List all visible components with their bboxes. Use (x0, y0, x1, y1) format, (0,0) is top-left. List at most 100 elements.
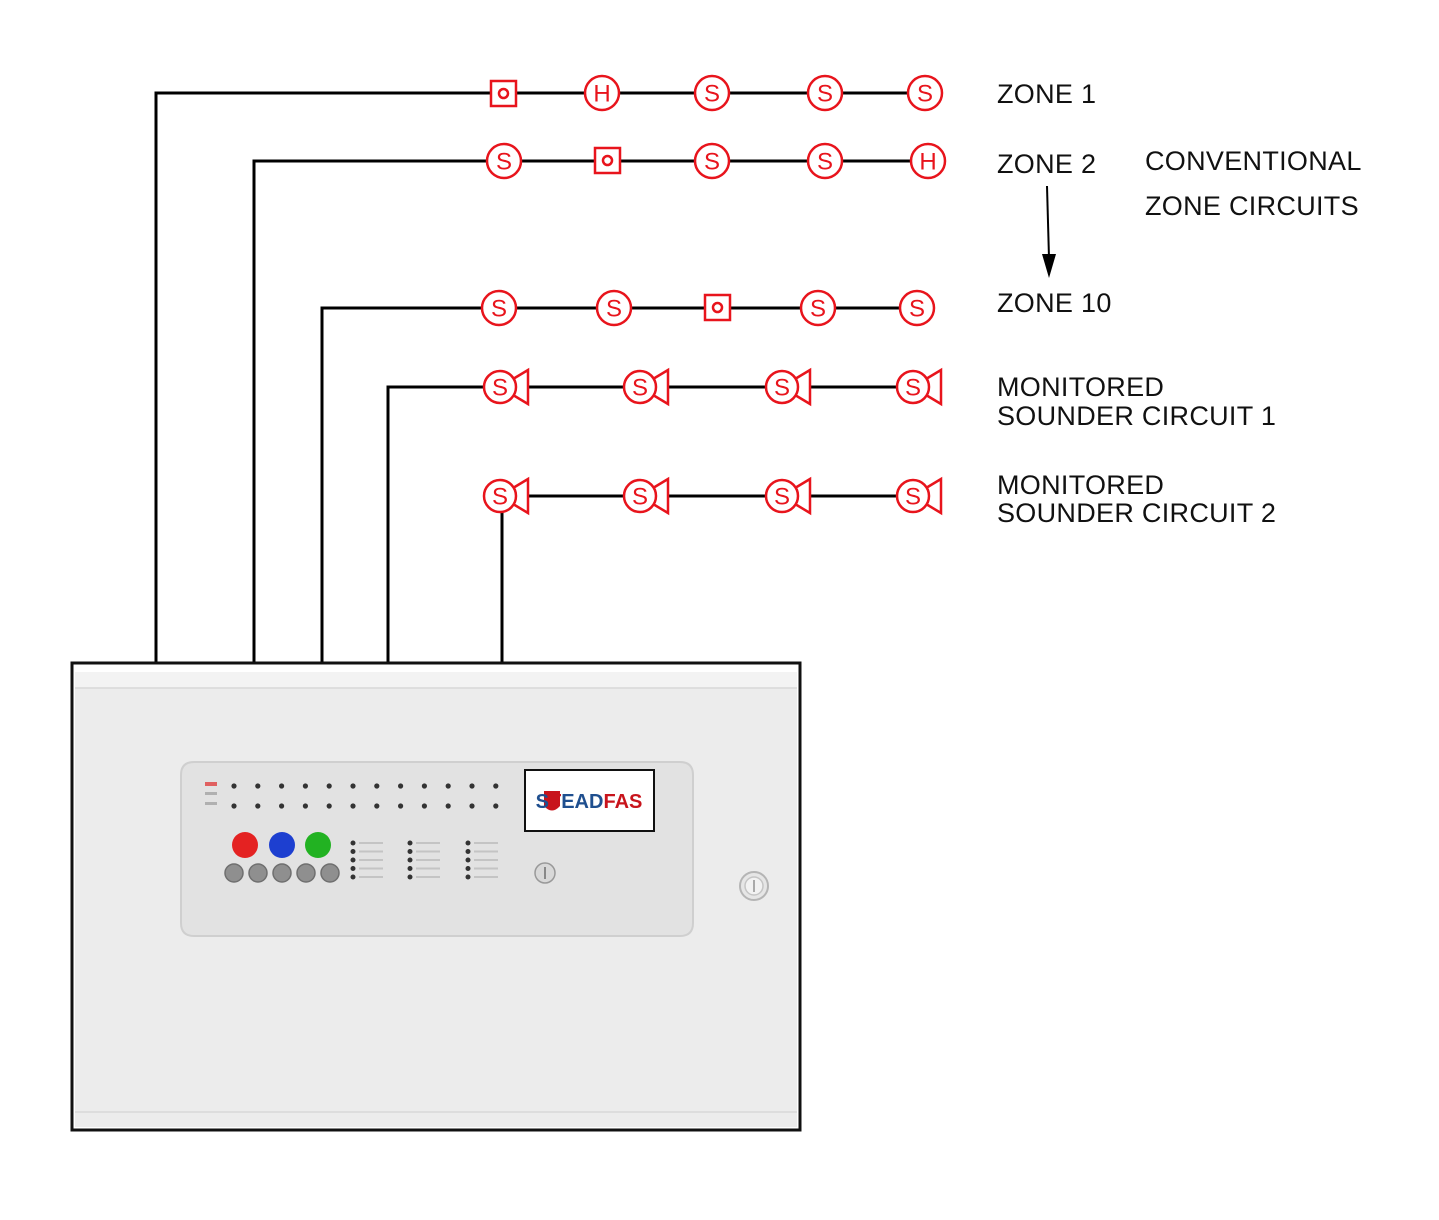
sounder-icon: S (764, 476, 812, 516)
smoke-detector-symbol: S (704, 81, 720, 108)
led-indicator (398, 803, 404, 809)
led-caption-line (416, 867, 440, 870)
smoke-detector-symbol: S (606, 296, 622, 323)
led-indicator (374, 803, 380, 809)
sounder-circuit-1-wiring (386, 385, 935, 663)
smoke-detector-symbol: S (909, 296, 925, 323)
led-indicator (231, 803, 237, 809)
smoke-detector-symbol: S (917, 81, 933, 108)
sounder-circuit-2-devices: S S S S (482, 476, 943, 516)
led-indicator (493, 783, 499, 789)
smoke-detector-icon: S (480, 289, 518, 327)
sounder-circuit-1-label-line1: MONITORED (997, 372, 1165, 402)
led-indicator (350, 783, 356, 789)
silence-button (269, 832, 295, 858)
smoke-detector-symbol: S (817, 81, 833, 108)
smoke-detector-icon: S (898, 289, 936, 327)
sounder-circuit-2-label-line2: SOUNDER CIRCUIT 2 (997, 498, 1277, 528)
led-caption-line (416, 859, 440, 861)
led-indicator (374, 783, 380, 789)
manual-call-point-icon (489, 79, 518, 108)
led-caption-line (359, 867, 383, 870)
sounder-icon: S (622, 367, 670, 407)
reset-button (305, 832, 331, 858)
conventional-zone-circuits-label-line1: CONVENTIONAL (1145, 146, 1362, 176)
led-indicator (255, 803, 261, 809)
led-indicator (350, 803, 356, 809)
key-switch-icon (534, 862, 556, 884)
led-indicator (465, 866, 471, 871)
smoke-detector-icon: S (693, 142, 731, 180)
brand-logo-text: STEADFAS (536, 791, 643, 813)
heat-detector-symbol: H (919, 149, 936, 176)
zone-led-indicators (205, 782, 499, 809)
zone-2-wiring (252, 159, 945, 663)
led-indicator (231, 783, 237, 789)
panel-control-buttons (224, 832, 340, 883)
led-caption-line (474, 842, 498, 844)
smoke-detector-icon: S (485, 142, 523, 180)
sounder-symbol: S (632, 375, 648, 402)
status-led-indicators (350, 840, 498, 880)
zone-1-devices: H S S S (489, 74, 944, 112)
sounder-circuit-2-label-line1: MONITORED (997, 470, 1165, 500)
heat-detector-icon: H (909, 142, 947, 180)
smoke-detector-symbol: S (704, 149, 720, 176)
led-caption-line (416, 876, 440, 878)
led-indicator (407, 840, 413, 846)
sounder-icon: S (895, 367, 943, 407)
led-indicator (350, 874, 356, 880)
smoke-detector-symbol: S (496, 149, 512, 176)
sounder-icon: S (895, 476, 943, 516)
led-indicator (350, 866, 356, 871)
led-caption-line (359, 842, 383, 844)
led-caption-line (474, 867, 498, 870)
led-indicator (469, 783, 475, 789)
smoke-detector-symbol: S (491, 296, 507, 323)
led-indicator (302, 783, 308, 789)
led-indicator (493, 803, 499, 809)
led-indicator (445, 803, 451, 809)
zone-2-label: ZONE 2 (997, 149, 1097, 179)
smoke-detector-icon: S (693, 74, 731, 112)
sounder-symbol: S (774, 375, 790, 402)
conventional-zone-circuits-label-line2: ZONE CIRCUITS (1145, 191, 1359, 221)
led-indicator (465, 874, 471, 880)
brand-logo: STEADFAS (524, 769, 655, 832)
led-caption-line (359, 850, 383, 853)
led-indicator (407, 849, 413, 854)
led-caption-line (474, 850, 498, 853)
sounder-symbol: S (905, 484, 921, 511)
sounder-icon: S (622, 476, 670, 516)
smoke-detector-icon: S (806, 142, 844, 180)
sounder-symbol: S (905, 375, 921, 402)
led-caption-line (416, 850, 440, 853)
led-caption-line (474, 859, 498, 861)
led-indicator (350, 849, 356, 854)
led-indicator (302, 803, 308, 809)
zone-10-devices: S S S S (480, 289, 936, 327)
sounder-symbol: S (492, 375, 508, 402)
evacuate-button (232, 832, 258, 858)
sounder-circuit-1-label-line2: SOUNDER CIRCUIT 1 (997, 401, 1277, 431)
smoke-detector-icon: S (806, 74, 844, 112)
led-indicator (326, 783, 332, 789)
sounder-symbol: S (632, 484, 648, 511)
led-indicator (326, 803, 332, 809)
led-indicator (445, 783, 451, 789)
led-indicator (407, 857, 413, 863)
led-indicator (350, 840, 356, 846)
led-indicator (279, 783, 285, 789)
sounder-icon: S (764, 367, 812, 407)
led-caption-line (474, 876, 498, 878)
zone-1-wiring (154, 91, 940, 663)
zone-10-label: ZONE 10 (997, 288, 1112, 318)
led-indicator (421, 803, 427, 809)
smoke-detector-icon: S (595, 289, 633, 327)
led-indicator (255, 783, 261, 789)
led-indicator (465, 849, 471, 854)
led-indicator (279, 803, 285, 809)
smoke-detector-symbol: S (810, 296, 826, 323)
heat-detector-symbol: H (593, 81, 610, 108)
